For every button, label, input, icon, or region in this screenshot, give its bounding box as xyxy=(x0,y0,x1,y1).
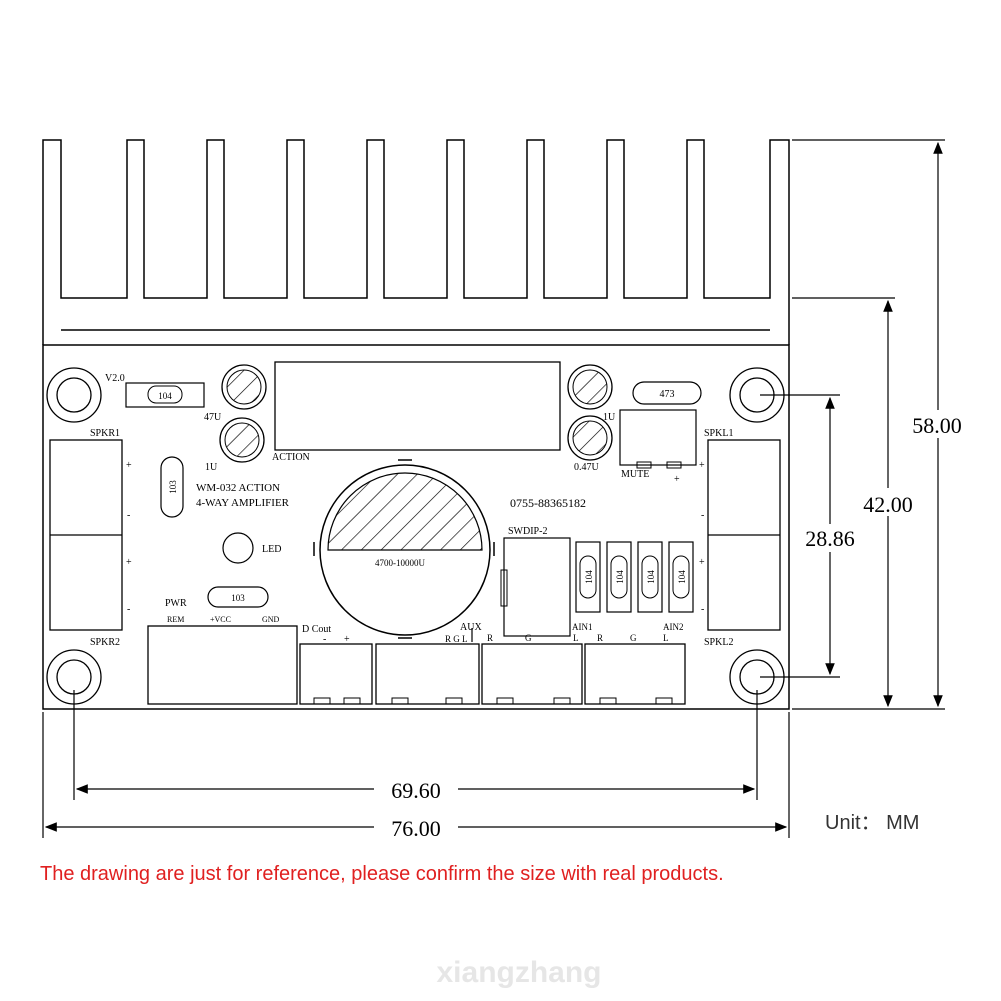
ain1-pin-r: R xyxy=(487,633,493,643)
svg-text:-: - xyxy=(701,510,704,521)
spkr2-label: SPKR2 xyxy=(90,637,120,648)
svg-text:-: - xyxy=(127,604,130,615)
dimension-lines xyxy=(42,139,945,838)
ain2-pin-g: G xyxy=(630,633,637,643)
aux-label: AUX xyxy=(460,622,482,633)
svg-text:104: 104 xyxy=(158,391,172,401)
aux-pins: R G L xyxy=(445,634,468,644)
svg-text:+: + xyxy=(126,557,132,568)
svg-text:104: 104 xyxy=(584,570,594,584)
phone-number: 0755-88365182 xyxy=(510,496,586,510)
svg-text:473: 473 xyxy=(660,389,675,400)
dip-resistor-3: 104 xyxy=(637,541,663,613)
spkl1-label: SPKL1 xyxy=(704,428,733,439)
svg-text:-: - xyxy=(127,510,130,521)
heatsink xyxy=(42,139,790,345)
dim-hole-vertical: 28.86 xyxy=(805,526,855,551)
cap-047u-label: 0.47U xyxy=(574,462,600,473)
svg-text:103: 103 xyxy=(231,593,245,603)
speaker-terminal-left: + - + - xyxy=(699,439,781,631)
power-connector xyxy=(147,625,298,705)
gnd-label: GND xyxy=(262,615,280,624)
swdip-label: SWDIP-2 xyxy=(508,526,547,537)
ain1-pin-l: L xyxy=(573,633,579,643)
ain1-connector xyxy=(471,628,583,705)
dip-switch xyxy=(500,537,571,637)
dcout-minus: - xyxy=(323,634,326,645)
svg-text:104: 104 xyxy=(615,570,625,584)
pwr-label: PWR xyxy=(165,598,187,609)
svg-text:104: 104 xyxy=(646,570,656,584)
led-label: LED xyxy=(262,544,281,555)
mounting-hole-top-left xyxy=(46,367,102,423)
capacitor-1u-right xyxy=(567,364,613,410)
ain2-label: AIN2 xyxy=(663,622,684,632)
pcb-outline xyxy=(42,344,790,710)
cap-1u-left-label: 1U xyxy=(205,462,218,473)
svg-text:MUTE: MUTE xyxy=(621,469,649,480)
spkl2-label: SPKL2 xyxy=(704,637,733,648)
dim-hole-horizontal: 69.60 xyxy=(391,778,441,803)
svg-text:+: + xyxy=(699,460,705,471)
svg-text:+: + xyxy=(674,474,680,485)
model-line-2: 4-WAY AMPLIFIER xyxy=(196,497,290,509)
ain1-label: AIN1 xyxy=(572,622,593,632)
ain2-connector xyxy=(584,643,686,705)
cap-1u-right-label: 1U xyxy=(603,412,616,423)
dip-resistor-4: 104 xyxy=(668,541,694,613)
mute-switch: MUTE + xyxy=(619,409,697,485)
dim-height-total: 58.00 xyxy=(912,413,962,438)
capacitor-1u-left xyxy=(219,417,265,463)
main-capacitor: 4700-10000U xyxy=(313,459,495,636)
resistor-473: 473 xyxy=(632,381,702,405)
vcc-label: +VCC xyxy=(210,615,231,624)
dim-height-board: 42.00 xyxy=(863,492,913,517)
svg-text:+: + xyxy=(126,460,132,471)
ain2-pin-l: L xyxy=(663,633,669,643)
ain2-pin-r: R xyxy=(597,633,603,643)
watermark: xiangzhang xyxy=(436,956,601,989)
dcout-label: D Cout xyxy=(302,624,331,635)
model-line-1: WM-032 ACTION xyxy=(196,482,280,494)
dim-width-total: 76.00 xyxy=(391,816,441,841)
ain1-pin-g: G xyxy=(525,633,532,643)
speaker-terminal-right: + - + - xyxy=(49,439,132,631)
spkr1-label: SPKR1 xyxy=(90,428,120,439)
rem-label: REM xyxy=(167,615,184,624)
capacitor-047u xyxy=(567,415,613,461)
resistor-103-pwr: 103 xyxy=(207,586,269,608)
svg-text:-: - xyxy=(701,604,704,615)
dcout-connector xyxy=(299,643,373,705)
svg-text:+: + xyxy=(699,557,705,568)
dcout-plus: + xyxy=(344,634,350,645)
capacitor-47u xyxy=(221,364,267,410)
dip-resistor-1: 104 xyxy=(575,541,601,613)
version-label: V2.0 xyxy=(105,373,125,384)
resistor-bank: 104 104 104 104 xyxy=(575,541,694,613)
led xyxy=(222,532,254,564)
reference-note: The drawing are just for reference, plea… xyxy=(40,863,724,885)
resistor-104-top: 104 xyxy=(125,382,205,408)
svg-text:4700-10000U: 4700-10000U xyxy=(375,558,425,568)
resistor-103-vertical: 103 xyxy=(160,456,184,518)
dip-resistor-2: 104 xyxy=(606,541,632,613)
aux-connector xyxy=(375,637,480,705)
unit-label: Unit： MM xyxy=(825,812,919,834)
svg-text:104: 104 xyxy=(677,570,687,584)
cap-47u-label: 47U xyxy=(204,412,222,423)
svg-text:103: 103 xyxy=(168,480,178,494)
amplifier-chip xyxy=(274,361,561,451)
action-label: ACTION xyxy=(272,452,310,463)
